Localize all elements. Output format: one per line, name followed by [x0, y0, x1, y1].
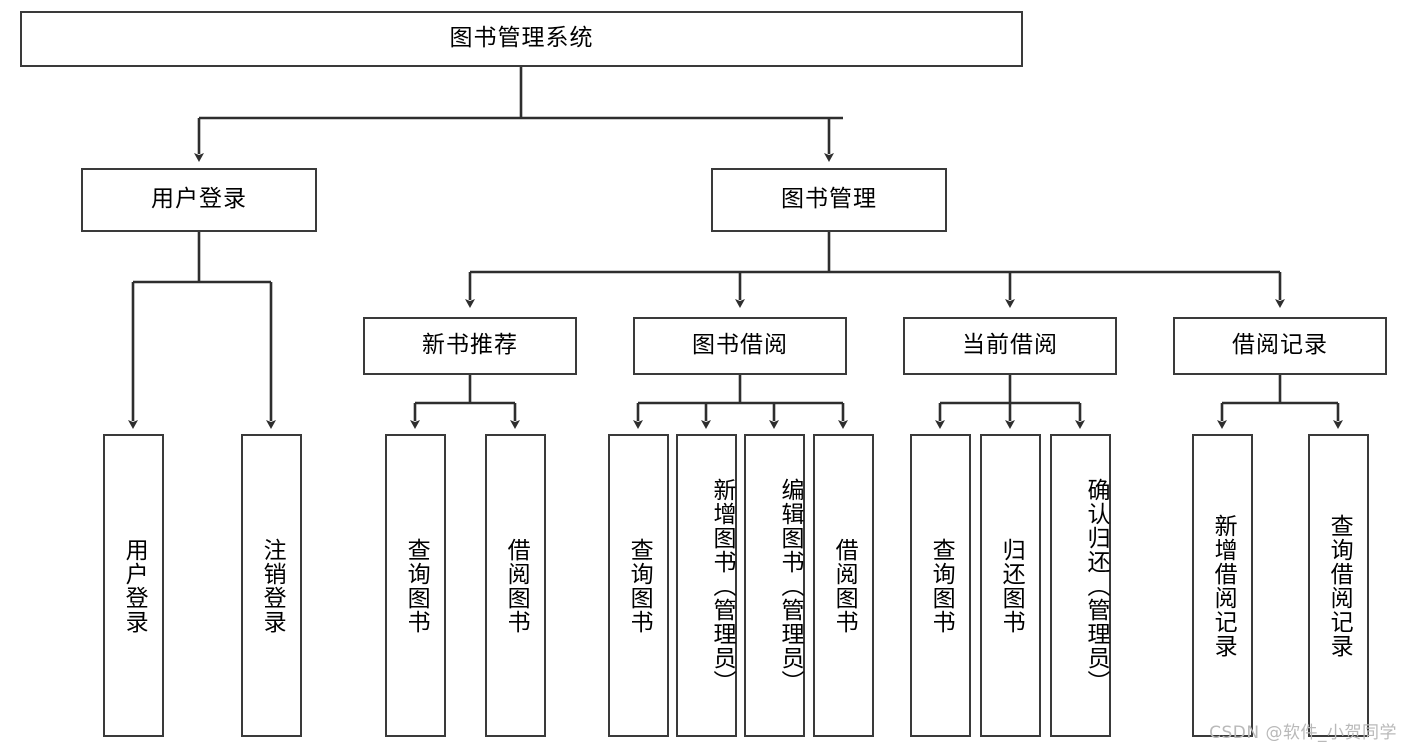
leaf-return-book[interactable]: 归还图书 — [980, 434, 1041, 737]
leaf-confirm-return-label: 确认归还（管理员） — [1083, 477, 1109, 694]
leaf-borrow-book-1-label: 借阅图书 — [503, 537, 530, 634]
node-root[interactable]: 图书管理系统 — [20, 11, 1023, 67]
leaf-logout-login-label: 注销登录 — [259, 537, 286, 634]
leaf-user-login-label: 用户登录 — [121, 537, 148, 634]
node-current-borrow-label: 当前借阅 — [962, 332, 1058, 359]
node-user-login-label: 用户登录 — [151, 186, 247, 213]
node-book-borrow-label: 图书借阅 — [692, 332, 788, 359]
node-root-label: 图书管理系统 — [449, 25, 594, 52]
leaf-add-book[interactable]: 新增图书（管理员） — [676, 434, 737, 737]
leaf-edit-book[interactable]: 编辑图书（管理员） — [744, 434, 805, 737]
leaf-borrow-book-2[interactable]: 借阅图书 — [813, 434, 874, 737]
leaf-return-book-label: 归还图书 — [998, 537, 1025, 634]
leaf-confirm-return[interactable]: 确认归还（管理员） — [1050, 434, 1111, 737]
node-book-management-label: 图书管理 — [781, 186, 877, 213]
leaf-query-book-1-label: 查询图书 — [403, 537, 430, 634]
leaf-query-book-2[interactable]: 查询图书 — [608, 434, 669, 737]
watermark: CSDN @软件_小贺同学 — [1209, 723, 1397, 743]
leaf-borrow-book-2-label: 借阅图书 — [831, 537, 858, 634]
node-new-book-recommend-label: 新书推荐 — [422, 332, 518, 359]
node-book-borrow[interactable]: 图书借阅 — [633, 317, 847, 375]
leaf-query-record-label: 查询借阅记录 — [1326, 513, 1353, 658]
node-borrow-record[interactable]: 借阅记录 — [1173, 317, 1387, 375]
leaf-query-record[interactable]: 查询借阅记录 — [1308, 434, 1369, 737]
leaf-query-book-3-label: 查询图书 — [928, 537, 955, 634]
leaf-edit-book-label: 编辑图书（管理员） — [777, 477, 803, 694]
leaf-query-book-1[interactable]: 查询图书 — [385, 434, 446, 737]
leaf-query-book-2-label: 查询图书 — [626, 537, 653, 634]
leaf-logout-login[interactable]: 注销登录 — [241, 434, 302, 737]
node-new-book-recommend[interactable]: 新书推荐 — [363, 317, 577, 375]
node-borrow-record-label: 借阅记录 — [1232, 332, 1328, 359]
leaf-add-record-label: 新增借阅记录 — [1210, 513, 1237, 658]
leaf-query-book-3[interactable]: 查询图书 — [910, 434, 971, 737]
leaf-add-book-label: 新增图书（管理员） — [709, 477, 735, 694]
node-current-borrow[interactable]: 当前借阅 — [903, 317, 1117, 375]
leaf-borrow-book-1[interactable]: 借阅图书 — [485, 434, 546, 737]
leaf-user-login[interactable]: 用户登录 — [103, 434, 164, 737]
leaf-add-record[interactable]: 新增借阅记录 — [1192, 434, 1253, 737]
node-book-management[interactable]: 图书管理 — [711, 168, 947, 232]
node-user-login[interactable]: 用户登录 — [81, 168, 317, 232]
